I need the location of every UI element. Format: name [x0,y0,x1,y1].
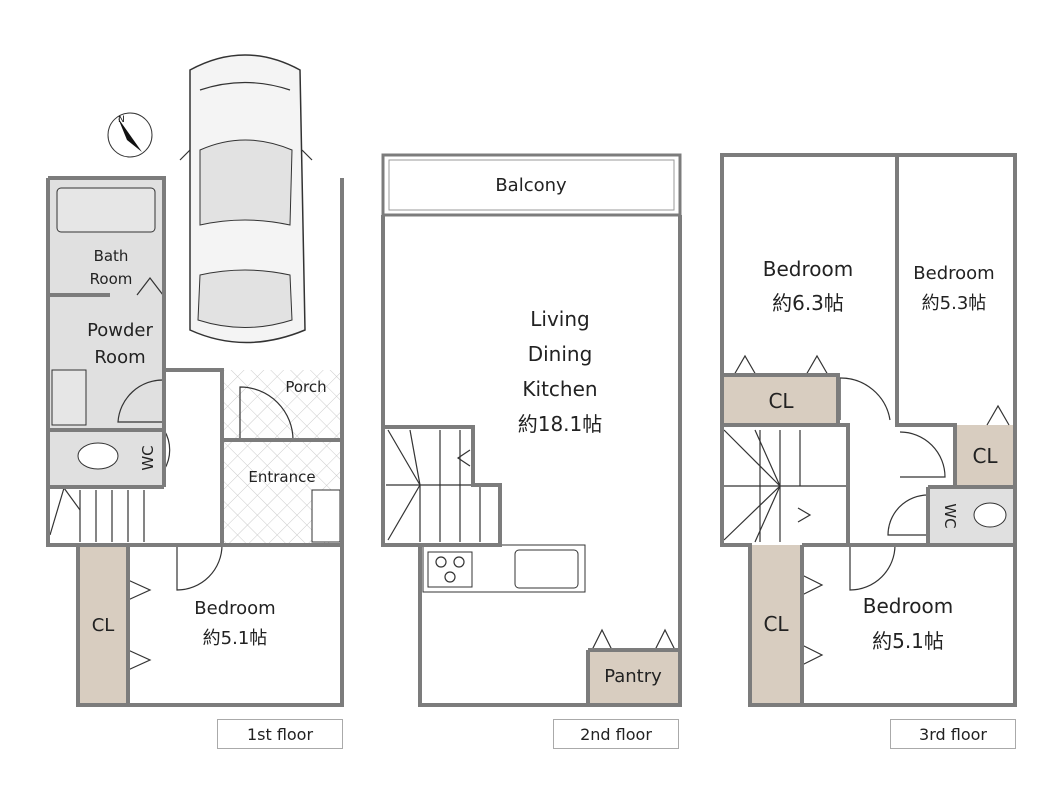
ldk-size: 約18.1帖 [518,412,603,436]
wc-label-3f: WC [941,503,959,528]
floor-label-2nd: 2nd floor [553,719,679,749]
second-floor-plan [381,153,682,707]
third-floor-plan [720,153,1017,707]
balcony-label: Balcony [495,175,567,196]
porch-label: Porch [285,378,326,396]
floor-label-3rd: 3rd floor [890,719,1016,749]
bedroom-size: 約5.1帖 [203,628,268,649]
bedroom-b-size: 約5.3帖 [922,293,987,314]
bedroom-c-size: 約5.1帖 [872,629,944,653]
ldk-label-1: Living [530,307,589,331]
closet-c-label: CL [763,612,789,636]
pantry-label: Pantry [604,666,662,687]
bedroom-a-size: 約6.3帖 [772,291,844,315]
svg-text:N: N [118,115,125,125]
powder-room-label-2: Room [94,347,145,368]
bath-room-label: Bath [94,247,129,265]
closet-label: CL [92,615,115,636]
entrance-label: Entrance [248,468,315,486]
bedroom-label: Bedroom [194,598,275,619]
first-floor-plan [46,176,344,707]
bedroom-b-label: Bedroom [913,263,994,284]
bedroom-c-label: Bedroom [863,594,953,618]
ldk-label-3: Kitchen [522,377,597,401]
ldk-label-2: Dining [528,342,593,366]
bath-room-label-2: Room [90,270,133,288]
compass-icon: N [107,112,153,158]
bedroom-a-label: Bedroom [763,257,853,281]
floor-label-1st: 1st floor [217,719,343,749]
car-icon [179,54,313,344]
closet-a-label: CL [768,389,794,413]
closet-b-label: CL [972,444,998,468]
wc-label: WC [139,445,157,470]
powder-room-label: Powder [87,320,153,341]
